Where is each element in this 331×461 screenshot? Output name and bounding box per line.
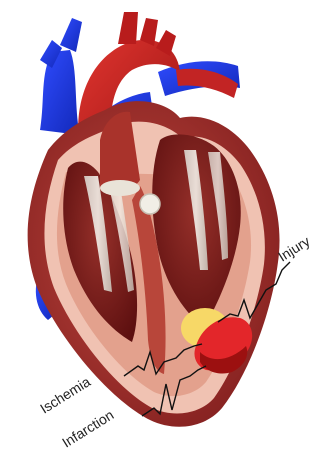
- label-injury: Injury: [275, 233, 313, 265]
- label-ischemia: Ischemia: [37, 373, 93, 416]
- label-infarction: Infarction: [59, 406, 116, 450]
